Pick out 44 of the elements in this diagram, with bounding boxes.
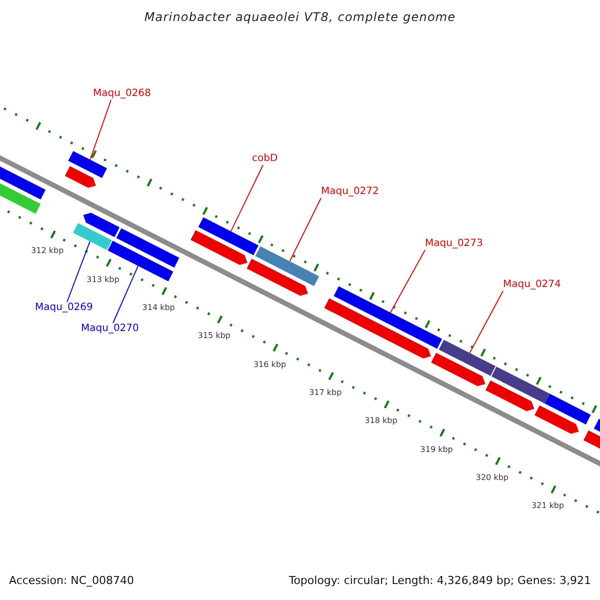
gene-bar	[334, 286, 442, 349]
accession-text: Accession: NC_008740	[9, 575, 134, 587]
gene-label: Maqu_0268	[93, 88, 151, 100]
pointed-gene-bar	[324, 298, 431, 358]
scale-label: 320 kbp	[476, 472, 508, 484]
pointed-gene-bar	[486, 380, 534, 412]
gene-bar	[198, 217, 258, 256]
leader-line	[90, 100, 112, 160]
gene-label: Maqu_0272	[321, 186, 379, 198]
gene-bar	[544, 394, 591, 424]
gene-label: Maqu_0269	[35, 302, 93, 314]
leader-line	[112, 265, 139, 324]
scale-label: 319 kbp	[420, 444, 453, 456]
gene-bar	[438, 340, 496, 376]
gene-bar	[68, 151, 107, 178]
pointed-gene-bar	[431, 352, 486, 386]
gene-label: Maqu_0270	[81, 323, 139, 335]
leader-line	[230, 164, 264, 232]
pointed-gene-bar	[246, 258, 308, 296]
scale-label: 318 kbp	[364, 415, 398, 428]
gene-label: Maqu_0273	[425, 238, 483, 250]
gene-bar	[255, 246, 320, 286]
scale-label: 321 kbp	[531, 500, 564, 512]
scale-label: 316 kbp	[253, 358, 286, 371]
scale-label: 313 kbp	[86, 274, 120, 286]
gene-bar	[73, 223, 112, 250]
gene-bar	[491, 366, 550, 404]
pointed-gene-bar	[534, 405, 579, 434]
leader-line	[390, 250, 426, 314]
pointed-gene-bar	[83, 212, 120, 238]
leader-line	[289, 198, 322, 262]
gene-label: cobD	[252, 153, 278, 165]
leader-line	[469, 290, 504, 354]
pointed-gene-bar	[64, 166, 96, 188]
scale-label: 314 kbp	[142, 302, 175, 314]
title: Marinobacter aquaeolei VT8, complete genome	[143, 11, 457, 23]
pointed-gene-bar	[190, 230, 248, 265]
leader-line	[66, 240, 90, 302]
gene-bar	[116, 228, 180, 268]
gene-label: Maqu_0274	[503, 279, 561, 291]
scale-label: 317 kbp	[309, 387, 342, 400]
genome-info-text: Topology: circular; Length: 4,326,849 bp; Genes: 3,921	[288, 575, 591, 587]
scale-label: 315 kbp	[198, 330, 230, 342]
scale-label: 312 kbp	[31, 245, 64, 258]
